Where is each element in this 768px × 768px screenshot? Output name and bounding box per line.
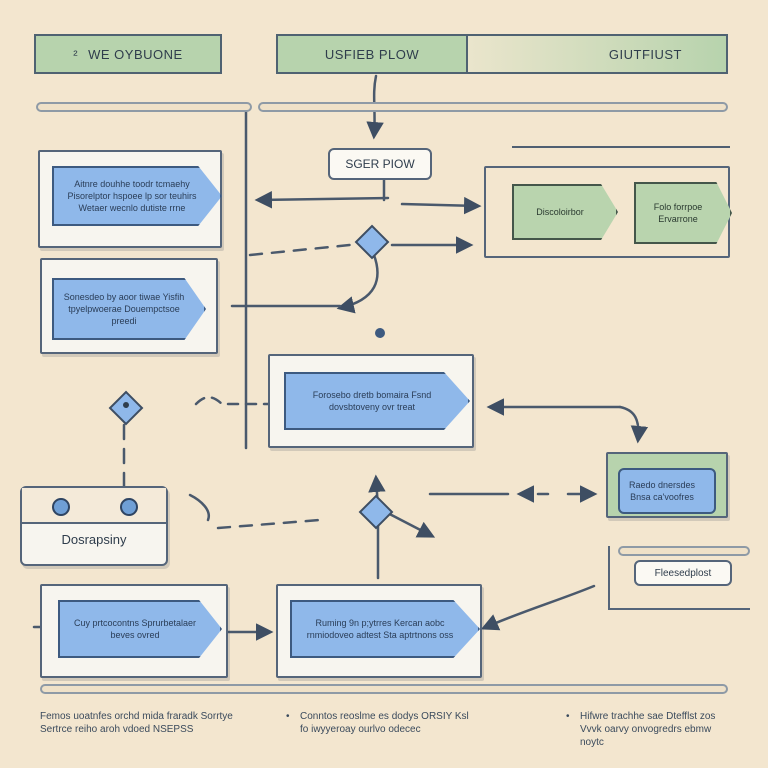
bottom-left-text: Cuy prtcocontns Sprurbetalaer beves ovre… [73, 618, 197, 640]
device-label: Dosrapsiny [61, 532, 127, 547]
group-top-line [512, 146, 730, 148]
device-widget[interactable]: Dosrapsiny [20, 486, 168, 566]
indicator-dot-left [52, 498, 70, 516]
lane-rail-right [258, 102, 728, 112]
center-step-text: Forosebo dretb bomaira Fsnd dovsbtoveny … [312, 390, 432, 412]
footer-note-text: Hifwre trachhe sae Dtefflst zos Vvvk oar… [580, 711, 716, 748]
bottom-left-step[interactable]: Cuy prtcocontns Sprurbetalaer beves ovre… [58, 600, 222, 658]
lane-prefix: ² [73, 46, 79, 62]
slot-rail [618, 546, 750, 556]
lane-header-1: ² WE OYBUONE [34, 34, 222, 74]
lane-header-2: USFIEB PLOW [276, 34, 468, 74]
flow-title: SGER PIOW [345, 157, 415, 171]
group-step-text: Discoloirbor [536, 207, 584, 217]
lane-label: GIUTFIUST [608, 46, 682, 62]
bottom-center-step[interactable]: Ruming 9n p;ytrres Kercan aobc rnmiodove… [290, 600, 480, 658]
process-step-2[interactable]: Sonesdeo by aoor tiwae Yisfih tpyelpwoer… [52, 278, 206, 340]
footer-note-2: • Conntos reoslme es dodys ORSIY Ksl fo … [286, 710, 476, 736]
right-step[interactable]: Raedo dnersdes Bnsa ca'voofres [618, 468, 716, 514]
footer-note-1: Femos uoatnfes orchd mida fraradk Sorrty… [40, 710, 240, 736]
device-strip [22, 488, 166, 524]
footer-rail [40, 684, 728, 694]
lane-rail-left [36, 102, 252, 112]
footer-note-3: • Hifwre trachhe sae Dtefflst zos Vvvk o… [566, 710, 736, 749]
process-step-1[interactable]: Aitnre douhhe toodr tcmaehy Pisorelptor … [52, 166, 222, 226]
flow-title-pill[interactable]: SGER PIOW [328, 148, 432, 180]
group-step-text: Folo forrpoe Ervarrone [653, 202, 703, 224]
bullet-icon: • [286, 711, 290, 722]
decision-diamond [354, 224, 390, 260]
footer-note-text: Femos uoatnfes orchd mida fraradk Sorrty… [40, 711, 233, 735]
group-step-2[interactable]: Folo forrpoe Ervarrone [634, 182, 732, 244]
right-step-text: Raedo dnersdes Bnsa ca'voofres [628, 480, 696, 502]
process-step-text: Aitnre douhhe toodr tcmaehy Pisorelptor … [67, 179, 197, 213]
lane-header-3: GIUTFIUST [466, 34, 728, 74]
center-step[interactable]: Forosebo dretb bomaira Fsnd dovsbtoveny … [284, 372, 470, 430]
footer-note-text: Conntos reoslme es dodys ORSIY Ksl fo iw… [300, 711, 469, 735]
slot-label: Fleesedplost [654, 567, 712, 579]
indicator-dot-right [120, 498, 138, 516]
slot-label-pill[interactable]: Fleesedplost [634, 560, 732, 586]
process-step-text: Sonesdeo by aoor tiwae Yisfih tpyelpwoer… [63, 292, 185, 326]
bullet-icon: • [566, 711, 570, 722]
lane-label: WE OYBUONE [88, 46, 183, 62]
lane-label: USFIEB PLOW [324, 46, 420, 62]
bottom-center-text: Ruming 9n p;ytrres Kercan aobc rnmiodove… [306, 618, 454, 640]
group-step-1[interactable]: Discoloirbor [512, 184, 618, 240]
slot-container [608, 546, 750, 610]
